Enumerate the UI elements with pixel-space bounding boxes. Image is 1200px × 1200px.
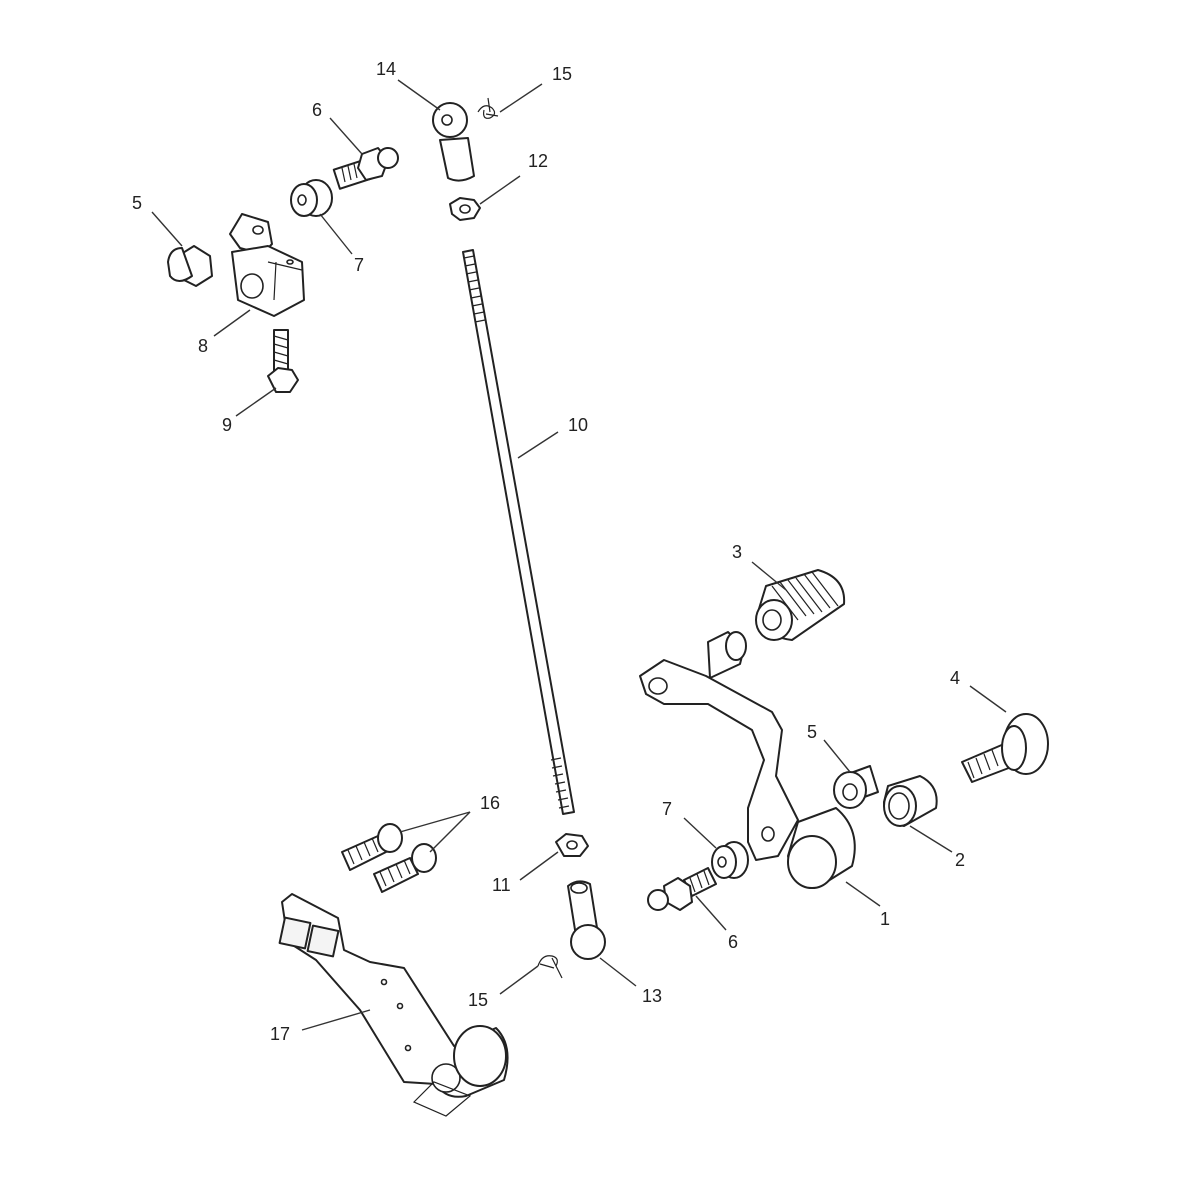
callout-5-right: 5 bbox=[807, 722, 817, 742]
leader-5-right bbox=[823, 739, 851, 773]
leader-15-top bbox=[499, 83, 543, 113]
callout-labels: 1 2 3 4 5 5 6 6 7 7 8 9 10 11 12 13 14 1… bbox=[132, 59, 965, 1044]
part-5-bush-right bbox=[833, 765, 879, 809]
callout-2: 2 bbox=[955, 850, 965, 870]
callout-1: 1 bbox=[880, 909, 890, 929]
leader-15-bottom bbox=[499, 965, 539, 995]
callout-15-top: 15 bbox=[552, 64, 572, 84]
leader-6-bottom bbox=[695, 895, 727, 931]
leader-7-top bbox=[319, 213, 353, 255]
leader-8 bbox=[213, 309, 251, 337]
callout-11: 11 bbox=[492, 875, 511, 895]
leader-lines bbox=[151, 79, 1007, 1031]
leader-9 bbox=[235, 387, 277, 417]
leader-4 bbox=[969, 685, 1007, 713]
part-17-lever-arm bbox=[278, 893, 509, 1117]
part-5-cap-nut-top bbox=[167, 245, 213, 287]
part-1-shift-lever bbox=[639, 631, 856, 889]
part-16-bolts bbox=[341, 823, 437, 893]
part-14-ball-joint bbox=[432, 102, 475, 182]
leader-12 bbox=[479, 175, 521, 205]
callout-4: 4 bbox=[950, 668, 960, 688]
part-15-clip-bottom bbox=[537, 955, 563, 979]
callout-17: 17 bbox=[270, 1024, 290, 1044]
leader-17 bbox=[301, 1009, 371, 1031]
leader-14 bbox=[397, 79, 441, 111]
callout-6-top: 6 bbox=[312, 100, 322, 120]
part-11-nut-bottom bbox=[555, 833, 589, 857]
callout-14: 14 bbox=[376, 59, 396, 79]
leader-16b bbox=[429, 811, 471, 853]
callout-9: 9 bbox=[222, 415, 232, 435]
leader-7-bottom bbox=[683, 817, 717, 849]
leader-5-top bbox=[151, 211, 183, 247]
callout-3: 3 bbox=[732, 542, 742, 562]
leader-3 bbox=[751, 561, 787, 591]
part-7-washer-bottom bbox=[711, 841, 749, 879]
leader-13 bbox=[599, 957, 637, 987]
part-12-nut-top bbox=[449, 197, 481, 221]
part-13-ball-joint bbox=[567, 880, 606, 960]
part-15-clip-top bbox=[477, 97, 499, 119]
leader-11 bbox=[519, 851, 559, 881]
callout-12: 12 bbox=[528, 151, 548, 171]
leader-1 bbox=[845, 881, 881, 907]
part-2-sleeve bbox=[883, 775, 938, 827]
leader-10 bbox=[517, 431, 559, 459]
part-8-clamp bbox=[229, 213, 305, 317]
leader-6-top bbox=[329, 117, 363, 155]
part-3-footpeg-rubber bbox=[755, 569, 846, 641]
callout-7-top: 7 bbox=[354, 255, 364, 275]
callout-5-top: 5 bbox=[132, 193, 142, 213]
callout-8: 8 bbox=[198, 336, 208, 356]
callout-15-bottom: 15 bbox=[468, 990, 488, 1010]
callout-7-bottom: 7 bbox=[662, 799, 672, 819]
callout-10: 10 bbox=[568, 415, 588, 435]
leader-16a bbox=[399, 811, 471, 833]
callout-16: 16 bbox=[480, 793, 500, 813]
part-4-pivot-bolt bbox=[961, 713, 1049, 783]
callout-13: 13 bbox=[642, 986, 662, 1006]
part-9-bolt bbox=[267, 329, 299, 393]
leader-2 bbox=[909, 825, 953, 853]
part-7-washer-top bbox=[290, 179, 333, 217]
part-6-ball-stud-bottom bbox=[647, 867, 717, 911]
callout-6-bottom: 6 bbox=[728, 932, 738, 952]
part-10-shift-rod bbox=[462, 249, 575, 815]
part-6-ball-stud-top bbox=[332, 147, 399, 190]
